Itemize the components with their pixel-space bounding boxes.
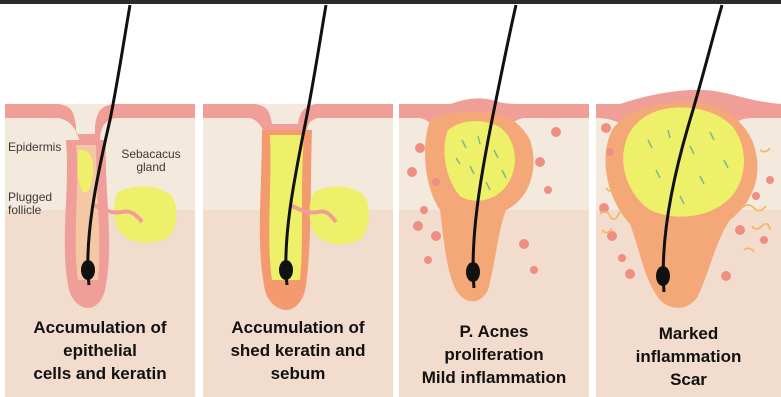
caption-line: Accumulation of	[5, 316, 195, 339]
stage-1-caption: Accumulation of epithelial cells and ker…	[5, 316, 195, 385]
sebaceous-gland	[310, 186, 369, 244]
caption-line: proliferation	[399, 343, 589, 366]
top-dark-strip	[0, 0, 781, 4]
caption-line: Scar	[596, 368, 781, 391]
hair-bulb	[279, 260, 293, 280]
caption-line: epithelial	[5, 339, 195, 362]
sebaceous-gland	[114, 186, 177, 243]
hair-bulb	[466, 262, 480, 282]
caption-line: Marked	[596, 322, 781, 345]
sebaceous-label-line-2: gland	[120, 161, 182, 174]
stage-4-caption: Marked inflammation Scar	[596, 322, 781, 391]
caption-line: cells and keratin	[5, 362, 195, 385]
caption-line: inflammation	[596, 345, 781, 368]
caption-line: sebum	[203, 362, 393, 385]
caption-line: Accumulation of	[203, 316, 393, 339]
hair-bulb	[656, 266, 670, 286]
caption-line: shed keratin and	[203, 339, 393, 362]
plugged-label-line-2: follicle	[8, 204, 52, 217]
epidermis-label: Epidermis	[8, 141, 61, 154]
caption-line: Mild inflammation	[399, 366, 589, 389]
plugged-follicle-label: Plugged follicle	[8, 191, 52, 217]
stage-3-caption: P. Acnes proliferation Mild inflammation	[399, 320, 589, 389]
sebaceous-gland-label: Sebacacus gland	[120, 148, 182, 174]
stage-2-caption: Accumulation of shed keratin and sebum	[203, 316, 393, 385]
hair-bulb	[81, 260, 95, 280]
caption-line: P. Acnes	[399, 320, 589, 343]
sebum-mass	[623, 107, 744, 216]
